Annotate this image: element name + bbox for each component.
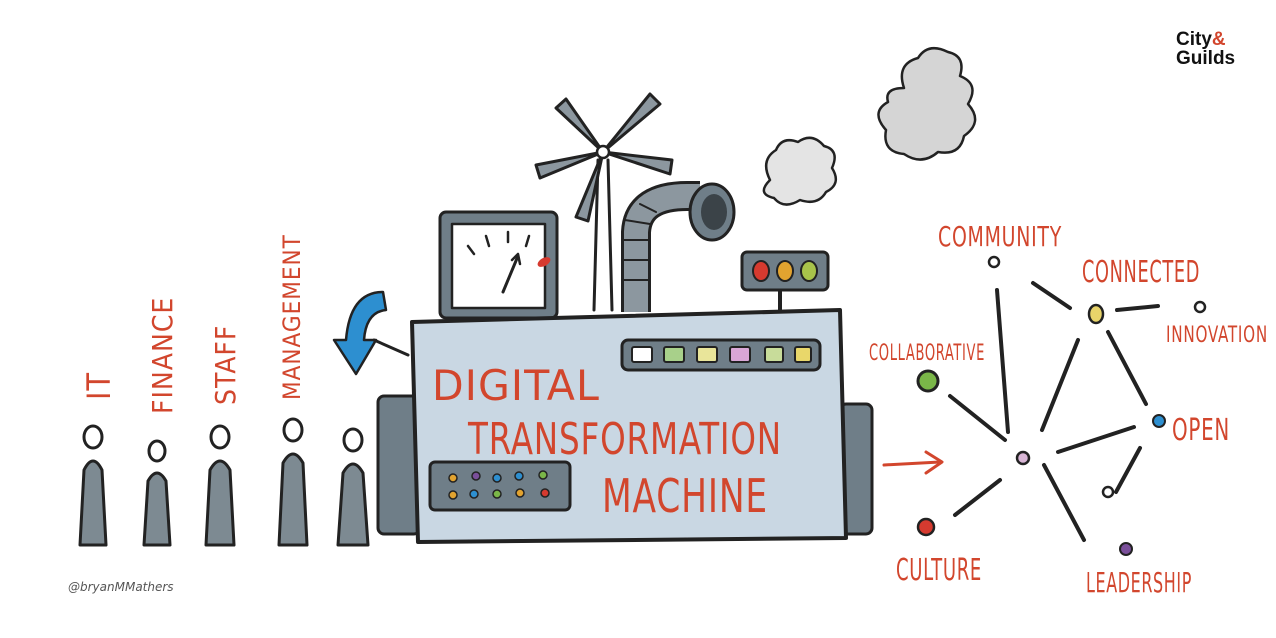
node-hub — [1015, 450, 1031, 466]
network-edges — [948, 281, 1160, 542]
intake-arrow-icon — [332, 290, 388, 376]
node-connected — [1087, 303, 1105, 325]
label-leadership: LEADERSHIP — [1086, 566, 1192, 599]
amber-light-icon — [776, 260, 794, 282]
artist-credit: @bryanMMathers — [68, 580, 174, 594]
label-innovation: INNOVATION — [1166, 323, 1268, 348]
control-dots-panel — [428, 460, 572, 512]
label-collaborative: COLLABORATIVE — [869, 341, 985, 366]
output-arrow-icon — [882, 450, 944, 475]
person-it — [78, 424, 108, 547]
node-culture — [916, 517, 936, 537]
node-innovation — [1193, 300, 1207, 314]
label-connected: CONNECTED — [1082, 255, 1200, 290]
person-management — [277, 417, 309, 547]
label-open: OPEN — [1172, 413, 1230, 448]
logo-city: City — [1176, 29, 1212, 50]
network-nodes — [916, 255, 1207, 556]
queue-label-finance: FINANCE — [146, 297, 179, 414]
label-culture: CULTURE — [896, 553, 982, 588]
logo-line-1: City& — [1176, 30, 1256, 49]
machine-title-line-3: MACHINE — [602, 469, 768, 523]
node-collaborative — [916, 369, 940, 393]
smoke-clouds — [762, 46, 977, 206]
small-cloud-icon — [762, 136, 838, 206]
queue-label-it: IT — [80, 372, 118, 400]
node-open — [1152, 414, 1166, 428]
windmill-icon — [534, 92, 674, 312]
node-community — [987, 255, 1001, 269]
indicator-lights-panel — [740, 250, 830, 312]
person-staff — [204, 424, 236, 547]
green-light-icon — [800, 260, 818, 282]
queue-label-management: MANAGEMENT — [278, 234, 306, 400]
machine: DIGITAL TRANSFORMATION MACHINE — [332, 92, 874, 544]
label-community: COMMUNITY — [938, 220, 1062, 253]
values-network: COMMUNITY CONNECTED INNOVATION COLLABORA… — [869, 220, 1268, 599]
person-entering-machine — [336, 427, 370, 547]
node-leadership — [1119, 542, 1133, 556]
exhaust-pipe-icon — [621, 181, 736, 312]
queue-label-staff: STAFF — [209, 325, 242, 405]
city-and-guilds-logo: City& Guilds — [1176, 30, 1256, 68]
node-unlabeled — [1101, 485, 1115, 499]
logo-guilds: Guilds — [1176, 48, 1236, 69]
large-cloud-icon — [877, 46, 977, 161]
machine-title-line-2: TRANSFORMATION — [467, 414, 782, 465]
logo-ampersand: & — [1211, 29, 1226, 50]
colour-button-strip — [620, 338, 822, 372]
machine-title-line-1: DIGITAL — [432, 361, 600, 410]
red-light-icon — [752, 260, 770, 282]
person-finance — [142, 439, 172, 547]
pressure-gauge-icon — [438, 210, 559, 320]
people-queue: IT FINANCE STAFF MANAGEMENT — [78, 234, 370, 547]
